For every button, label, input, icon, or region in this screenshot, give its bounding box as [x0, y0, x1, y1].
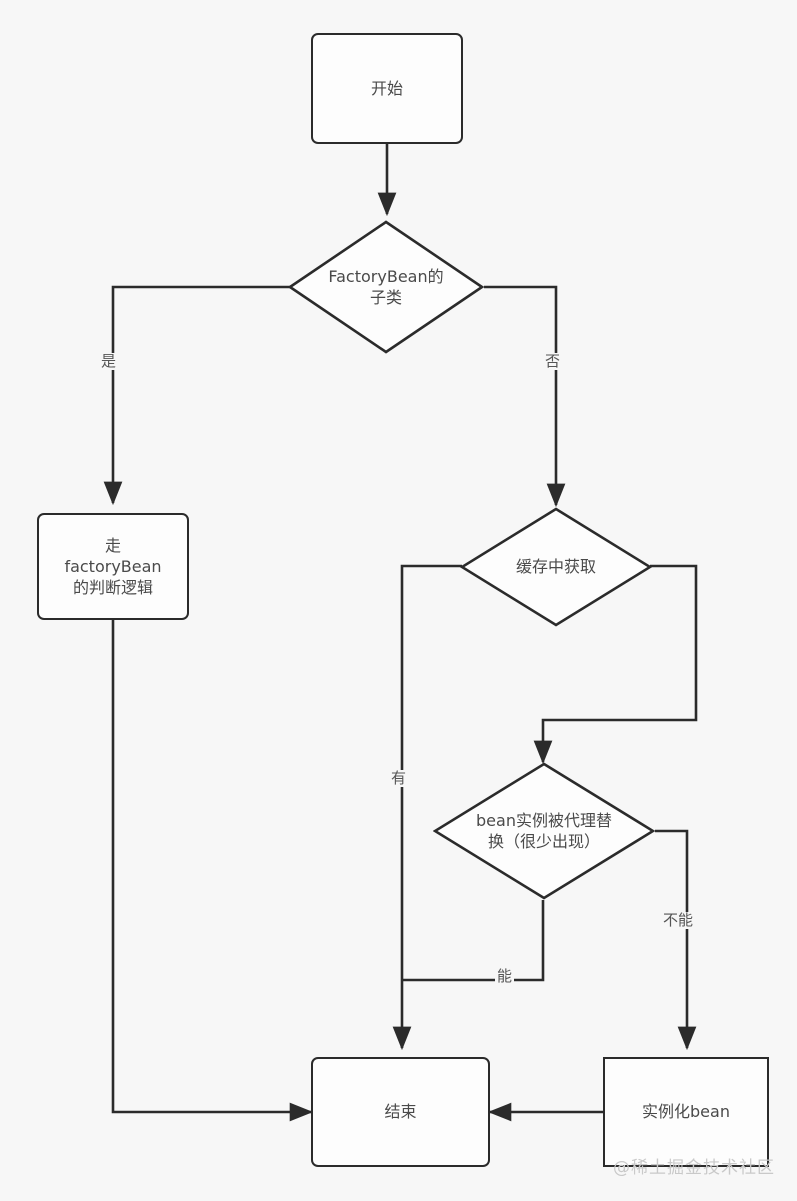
- diamond-shape: [288, 220, 484, 354]
- node-instantiate-bean[interactable]: 实例化bean: [603, 1057, 769, 1167]
- node-factorybean-path[interactable]: 走 factoryBean 的判断逻辑: [37, 513, 189, 620]
- edge-label-no: 否: [543, 352, 563, 370]
- edge-yes-to-factorypath: [103, 285, 290, 506]
- node-end[interactable]: 结束: [311, 1057, 490, 1167]
- node-bean-replaced-by-proxy-label: bean实例被代理替 换（很少出现）: [476, 810, 612, 851]
- edge-label-yes: 是: [99, 352, 119, 370]
- edge-factorypath-to-end: [111, 620, 314, 1122]
- node-bean-replaced-by-proxy[interactable]: bean实例被代理替 换（很少出现）: [433, 762, 655, 900]
- node-factorybean-path-label: 走 factoryBean 的判断逻辑: [64, 535, 162, 598]
- node-instantiate-bean-label: 实例化bean: [642, 1102, 730, 1122]
- node-start-label: 开始: [370, 78, 403, 98]
- edge-cannot-to-instantiate: [655, 829, 697, 1051]
- edge-no-to-fromcache: [484, 285, 566, 508]
- node-is-factorybean-subclass[interactable]: FactoryBean的 子类: [288, 220, 484, 354]
- node-get-from-cache[interactable]: 缓存中获取: [460, 507, 652, 627]
- watermark: @稀土掘金技术社区: [613, 1158, 775, 1178]
- edge-label-cannot: 不能: [661, 911, 696, 929]
- node-is-factorybean-subclass-label: FactoryBean的 子类: [328, 266, 444, 307]
- edge-label-can: 能: [495, 967, 515, 985]
- diamond-shape: [460, 507, 652, 627]
- edge-can-to-merge: [402, 900, 545, 982]
- diamond-shape: [433, 762, 655, 900]
- edge-fromcache-to-proxied: [533, 564, 698, 765]
- edge-has-to-end: [392, 564, 462, 1051]
- node-get-from-cache-label: 缓存中获取: [515, 557, 596, 577]
- edge-label-has: 有: [389, 769, 409, 787]
- node-start[interactable]: 开始: [311, 33, 463, 144]
- node-end-label: 结束: [384, 1102, 417, 1122]
